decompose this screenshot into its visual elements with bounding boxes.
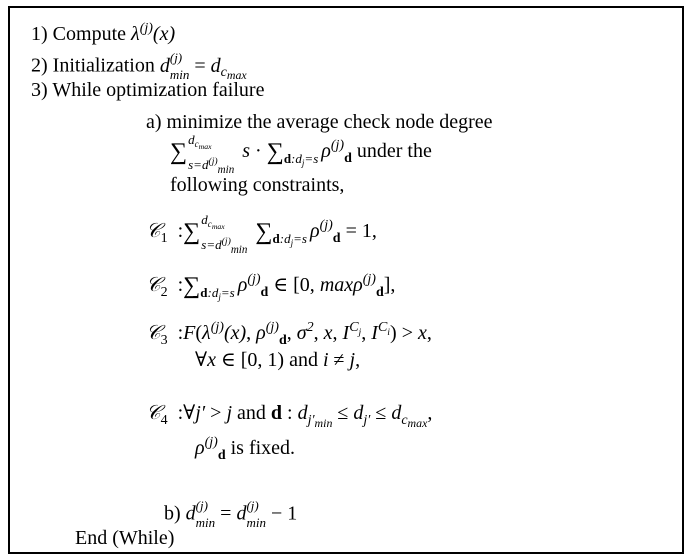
step-text: While optimization failure — [52, 79, 265, 101]
substep-label: a) — [146, 111, 162, 133]
step-1: 1) Compute λ(j)(x) — [31, 21, 176, 45]
substep-text: minimize the average check node degree — [166, 111, 493, 133]
substep-label: b) — [164, 502, 181, 525]
connective-text: and — [237, 402, 266, 424]
substep-a-line3: following constraints, — [170, 175, 344, 195]
constraint-c3-line2: ∀x ∈ [0, 1) and i ≠ j, — [195, 349, 361, 371]
substep-a-line1: a) minimize the average check node degre… — [146, 112, 492, 132]
step-number: 3) — [31, 79, 48, 101]
substep-b: b) d(j)min = d(j)min − 1 — [164, 498, 298, 530]
step-2: 2) Initialization d(j)min = dcmax — [31, 50, 247, 83]
algorithm-box — [8, 6, 684, 554]
step-text: Initialization — [52, 54, 155, 77]
step-number: 1) — [31, 23, 48, 45]
connective-text: is fixed. — [230, 437, 296, 459]
step-text: Compute — [52, 23, 127, 45]
end-text: End (While) — [75, 527, 175, 549]
substep-text: under the — [356, 140, 432, 162]
connective-text: and — [289, 349, 318, 371]
step-number: 2) — [31, 54, 48, 77]
constraint-c4-line1: 𝒞4 :∀j′ > j and d : dj′min ≤ dj′ ≤ dcmax… — [146, 400, 433, 430]
substep-text: following constraints, — [170, 174, 345, 196]
step-3: 3) While optimization failure — [31, 80, 264, 100]
constraint-c3-line1: 𝒞3 :F(λ(j)(x), ρ(j)d, σ2, x, ICj, ICi) >… — [146, 320, 432, 348]
constraint-c4-line2: ρ(j)d is fixed. — [195, 435, 296, 463]
formula-lambda: λ(j)(x) — [131, 21, 176, 45]
end-while: End (While) — [75, 528, 174, 548]
formula-init: d(j)min = dcmax — [159, 50, 247, 83]
